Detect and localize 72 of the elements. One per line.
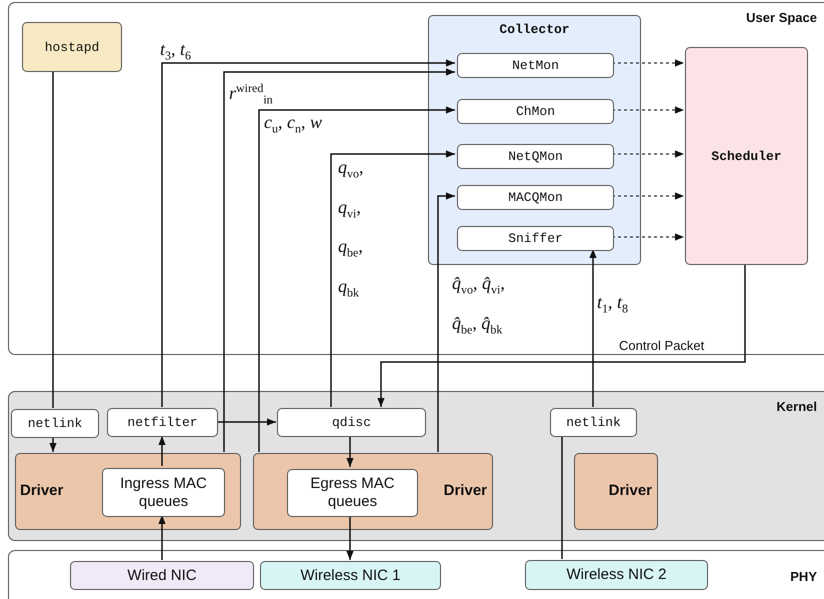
nic-box xyxy=(525,560,708,590)
edge-label: Control Packet xyxy=(619,339,704,352)
box-label: MACQMon xyxy=(507,189,564,207)
driver-box xyxy=(574,453,658,530)
dashed-arrow xyxy=(612,192,684,200)
driver-label: Driver xyxy=(608,482,652,499)
edge-label: t$_{1}$, t$_{8}$ xyxy=(597,293,628,315)
edge-label: t$_{3}$, t$_{6}$ xyxy=(160,40,192,62)
driver-label: Driver xyxy=(20,482,64,499)
arrow xyxy=(223,68,455,452)
phy-band xyxy=(8,550,824,599)
nic-box xyxy=(260,561,441,590)
arrow xyxy=(437,192,455,452)
dashed-arrow xyxy=(612,150,684,158)
box-label: ChMon xyxy=(514,103,556,121)
nic-box xyxy=(70,561,254,590)
edge-label: q$_{vo}$, q$_{vi}$, q$_{be}$, q$_{bk}$ xyxy=(338,156,364,302)
box-label: qdisc xyxy=(330,414,372,432)
queue-box xyxy=(287,469,418,517)
module-box xyxy=(457,53,614,78)
module-box xyxy=(277,408,426,437)
module-box xyxy=(550,408,637,437)
arrow xyxy=(158,515,166,560)
box-label: Scheduler xyxy=(710,148,783,166)
layer-label: User Space xyxy=(746,10,817,25)
box-label: Egress MAC queues xyxy=(309,474,396,512)
user-space-band xyxy=(8,2,824,355)
driver-label: Driver xyxy=(444,482,487,499)
layer-label: Kernel xyxy=(776,399,817,414)
module-box xyxy=(457,226,614,251)
layer-label: PHY xyxy=(790,569,817,584)
dashed-arrow xyxy=(612,106,684,114)
box-label: NetQMon xyxy=(507,148,564,166)
box-label: netlink xyxy=(26,415,84,433)
arrow xyxy=(589,249,597,407)
arrow xyxy=(330,150,455,407)
box-label: hostapd xyxy=(44,38,100,56)
connector-line xyxy=(561,436,563,559)
box-label: Collector xyxy=(498,22,571,37)
module-box xyxy=(457,185,614,210)
module-box xyxy=(11,409,99,438)
box-label: netlink xyxy=(565,414,622,432)
driver-box xyxy=(253,453,493,530)
connector-line xyxy=(52,71,54,408)
arrow xyxy=(217,418,276,426)
collector-panel xyxy=(428,15,641,265)
arrow xyxy=(346,436,354,467)
arrow xyxy=(346,515,354,560)
arrow xyxy=(377,264,746,407)
process-box xyxy=(22,22,122,72)
box-label: Wireless NIC 2 xyxy=(565,565,668,585)
box-label: netfilter xyxy=(126,414,199,432)
module-box xyxy=(107,408,218,437)
arrow xyxy=(161,59,455,407)
arrow xyxy=(49,437,57,452)
arrow xyxy=(258,106,455,452)
box-label: Ingress MAC queues xyxy=(119,474,208,512)
scheduler-box xyxy=(685,47,808,265)
module-box xyxy=(457,99,614,124)
module-box xyxy=(457,144,614,169)
box-label: Sniffer xyxy=(507,230,564,248)
driver-box xyxy=(15,453,241,530)
box-label: NetMon xyxy=(511,57,560,75)
edge-label: c$_{u}$, c$_{n}$, w xyxy=(264,113,322,135)
box-label: Wired NIC xyxy=(126,566,198,586)
kernel-band xyxy=(8,391,824,541)
edge-label: q̂$_{vo}$, q̂$_{vi}$, q̂$_{be}$, q̂$_{bk}$ xyxy=(452,272,506,338)
dashed-arrow xyxy=(612,233,684,241)
dashed-arrow xyxy=(612,59,684,67)
queue-box xyxy=(102,468,225,517)
box-label: Wireless NIC 1 xyxy=(299,566,402,586)
arrow xyxy=(158,436,166,466)
